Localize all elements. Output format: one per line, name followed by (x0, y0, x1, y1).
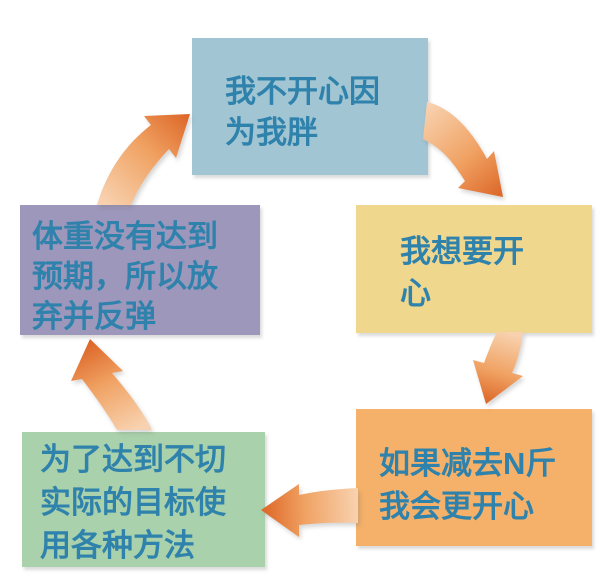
node-text-line: 我不开心因 (225, 74, 380, 109)
node-text-line: 为了达到不切 (40, 442, 226, 477)
arrow-left-to-top (97, 114, 190, 205)
arrow-top-to-right (423, 102, 503, 197)
node-text-line: 我会更开心 (379, 489, 534, 524)
node-text-line: 体重没有达到 (32, 219, 218, 254)
node-text-line: 为我胖 (225, 115, 318, 150)
node-text-line: 用各种方法 (40, 528, 195, 563)
node-text-line: 弃并反弹 (32, 299, 156, 334)
node-unrealistic-methods: 为了达到不切 实际的目标使 用各种方法 (22, 432, 265, 567)
arrow-right-to-bottomright (473, 332, 523, 404)
node-want-to-be-happy: 我想要开 心 (356, 205, 592, 333)
node-lose-weight-happier: 如果减去N斤 我会更开心 (356, 409, 592, 546)
node-text-line: 心 (400, 276, 431, 311)
node-text-line: 预期，所以放 (32, 259, 218, 294)
arrow-bottomright-to-bottomleft (261, 484, 358, 537)
node-unhappy-because-fat: 我不开心因 为我胖 (192, 38, 428, 175)
node-text-line: 实际的目标使 (40, 485, 226, 520)
node-text-line: 如果减去N斤 (379, 446, 557, 481)
node-text-line: 我想要开 (400, 234, 524, 269)
arrow-bottomleft-to-left (71, 339, 152, 430)
node-give-up-rebound: 体重没有达到 预期，所以放 弃并反弹 (20, 205, 260, 335)
